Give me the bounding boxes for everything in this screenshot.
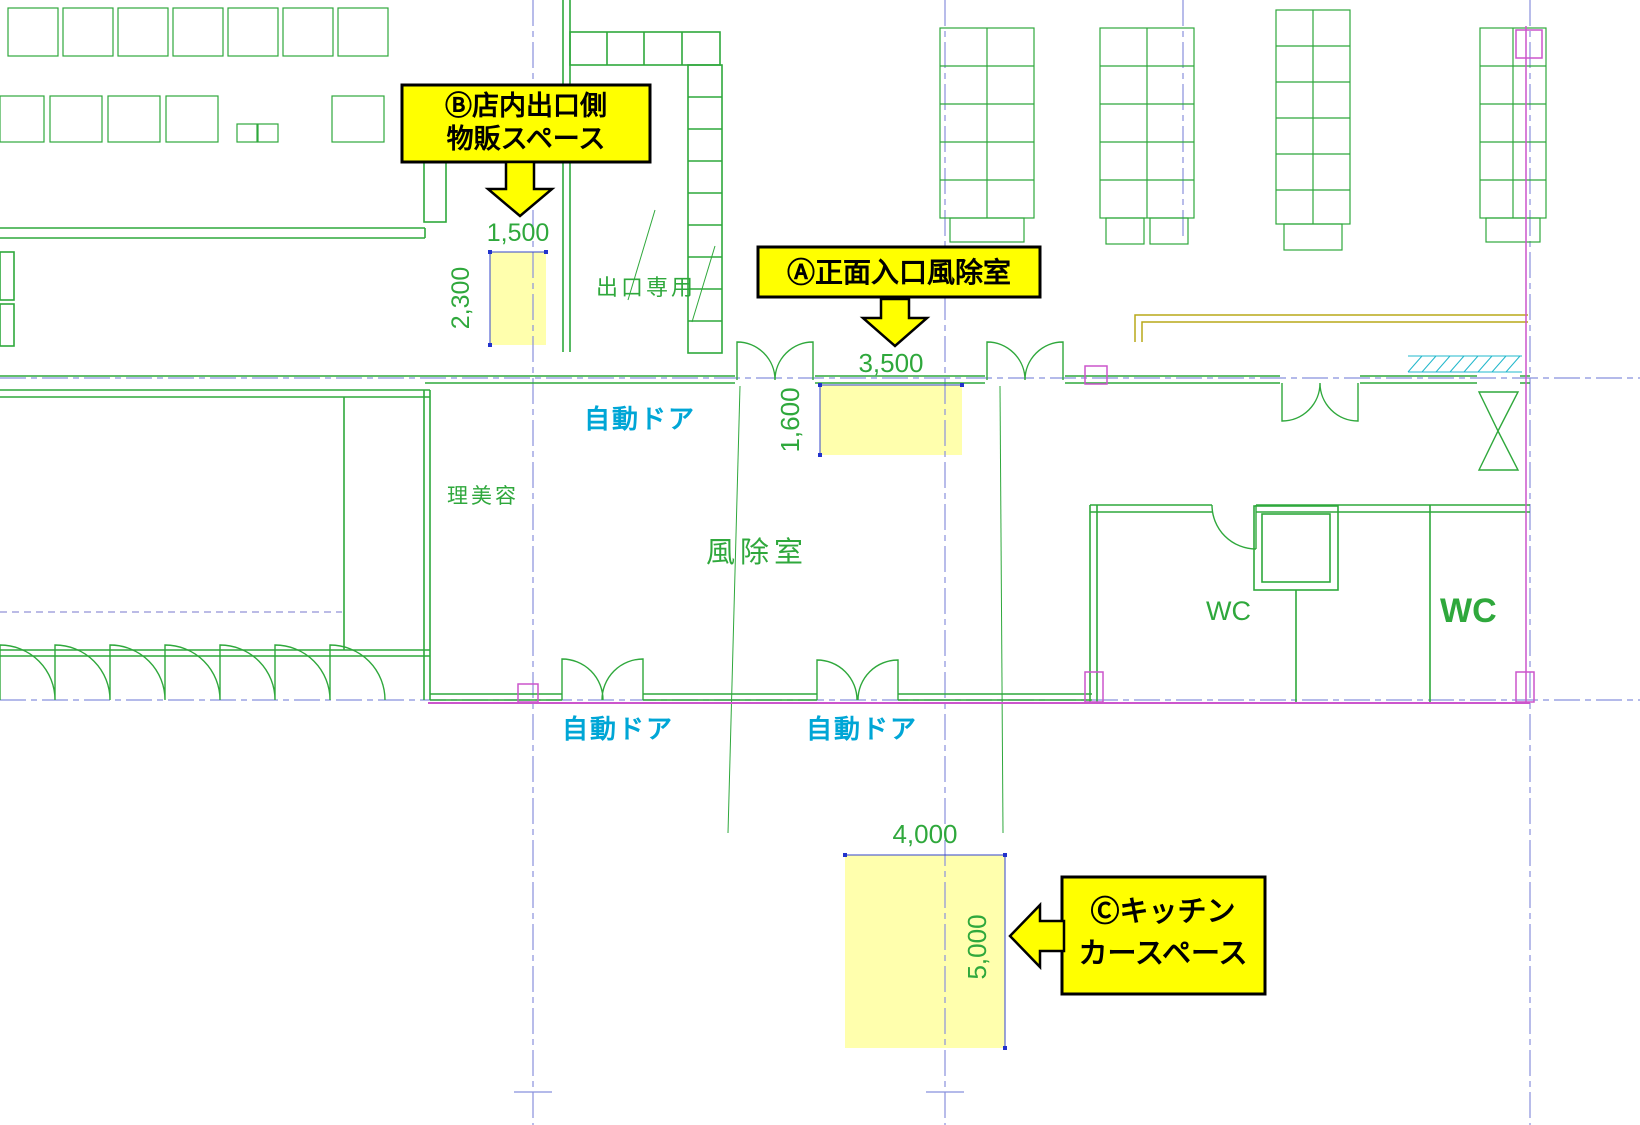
walls — [0, 0, 1530, 701]
callout-b-line1: Ⓑ店内出口側 — [445, 90, 607, 121]
label-auto-door-1: 自動ドア — [584, 404, 696, 434]
dim-a-width: 3,500 — [858, 348, 923, 378]
dim-c-width: 4,000 — [892, 819, 957, 849]
double-door-right — [1281, 382, 1359, 422]
label-auto-door-3: 自動ドア — [806, 714, 918, 744]
callout-a: Ⓐ正面入口風除室 — [756, 245, 1042, 348]
wc-area — [1089, 504, 1530, 702]
dim-b-width: 1,500 — [487, 219, 550, 247]
dim-b-height: 2,300 — [447, 267, 475, 330]
label-salon: 理美容 — [447, 485, 519, 508]
swing-door-bowtie — [1477, 391, 1520, 471]
double-door-top-1 — [736, 341, 814, 381]
highlight-b-area — [490, 252, 546, 345]
callout-c: Ⓒキッチン カースペース — [1008, 875, 1267, 996]
label-auto-door-2: 自動ドア — [562, 714, 674, 744]
label-vestibule: 風除室 — [706, 536, 808, 569]
dim-a-lines — [819, 384, 962, 455]
callout-c-line1: Ⓒキッチン — [1090, 895, 1235, 928]
door-arcs — [0, 341, 1520, 701]
text-labels: 出口専用 自動ドア 理美容 風除室 自動ドア 自動ドア WC WC — [447, 275, 1497, 744]
wc-door — [1211, 504, 1257, 550]
highlight-a-area — [820, 385, 962, 455]
double-door-bottom-2 — [816, 659, 899, 701]
callout-a-box — [756, 245, 1042, 299]
callout-c-line2: カースペース — [1078, 938, 1247, 970]
dim-c-lines — [845, 854, 1006, 1048]
highlight-c-area — [845, 855, 1005, 1048]
arrow-down-icon — [859, 297, 931, 348]
callout-a-label: Ⓐ正面入口風除室 — [787, 256, 1011, 288]
arrow-down-icon — [484, 160, 556, 218]
highlight-regions — [490, 252, 1005, 1048]
accent-lines — [1134, 314, 1528, 373]
callout-b-box — [400, 83, 652, 164]
label-wc-left: WC — [1206, 596, 1251, 626]
label-exit-only: 出口専用 — [596, 275, 696, 300]
glass-lines — [627, 209, 1004, 834]
callout-b-line2: 物販スペース — [447, 124, 606, 154]
arrow-left-icon — [1008, 901, 1066, 971]
callout-c-box — [1060, 875, 1267, 996]
callout-b: Ⓑ店内出口側 物販スペース — [400, 83, 652, 218]
folding-doors-left — [0, 644, 386, 701]
dim-a-height: 1,600 — [775, 387, 805, 452]
double-door-bottom-1 — [561, 658, 644, 701]
dim-c-height: 5,000 — [962, 914, 992, 979]
label-wc-right: WC — [1440, 592, 1497, 630]
double-door-top-2 — [986, 341, 1064, 381]
furniture-top-left — [0, 7, 389, 143]
furniture-top-right — [939, 9, 1547, 251]
magenta-fixtures — [428, 26, 1543, 704]
dimension-marks: 1,500 2,300 3,500 1,600 4,000 5,000 — [447, 219, 1007, 1050]
dim-b-lines — [489, 251, 546, 345]
